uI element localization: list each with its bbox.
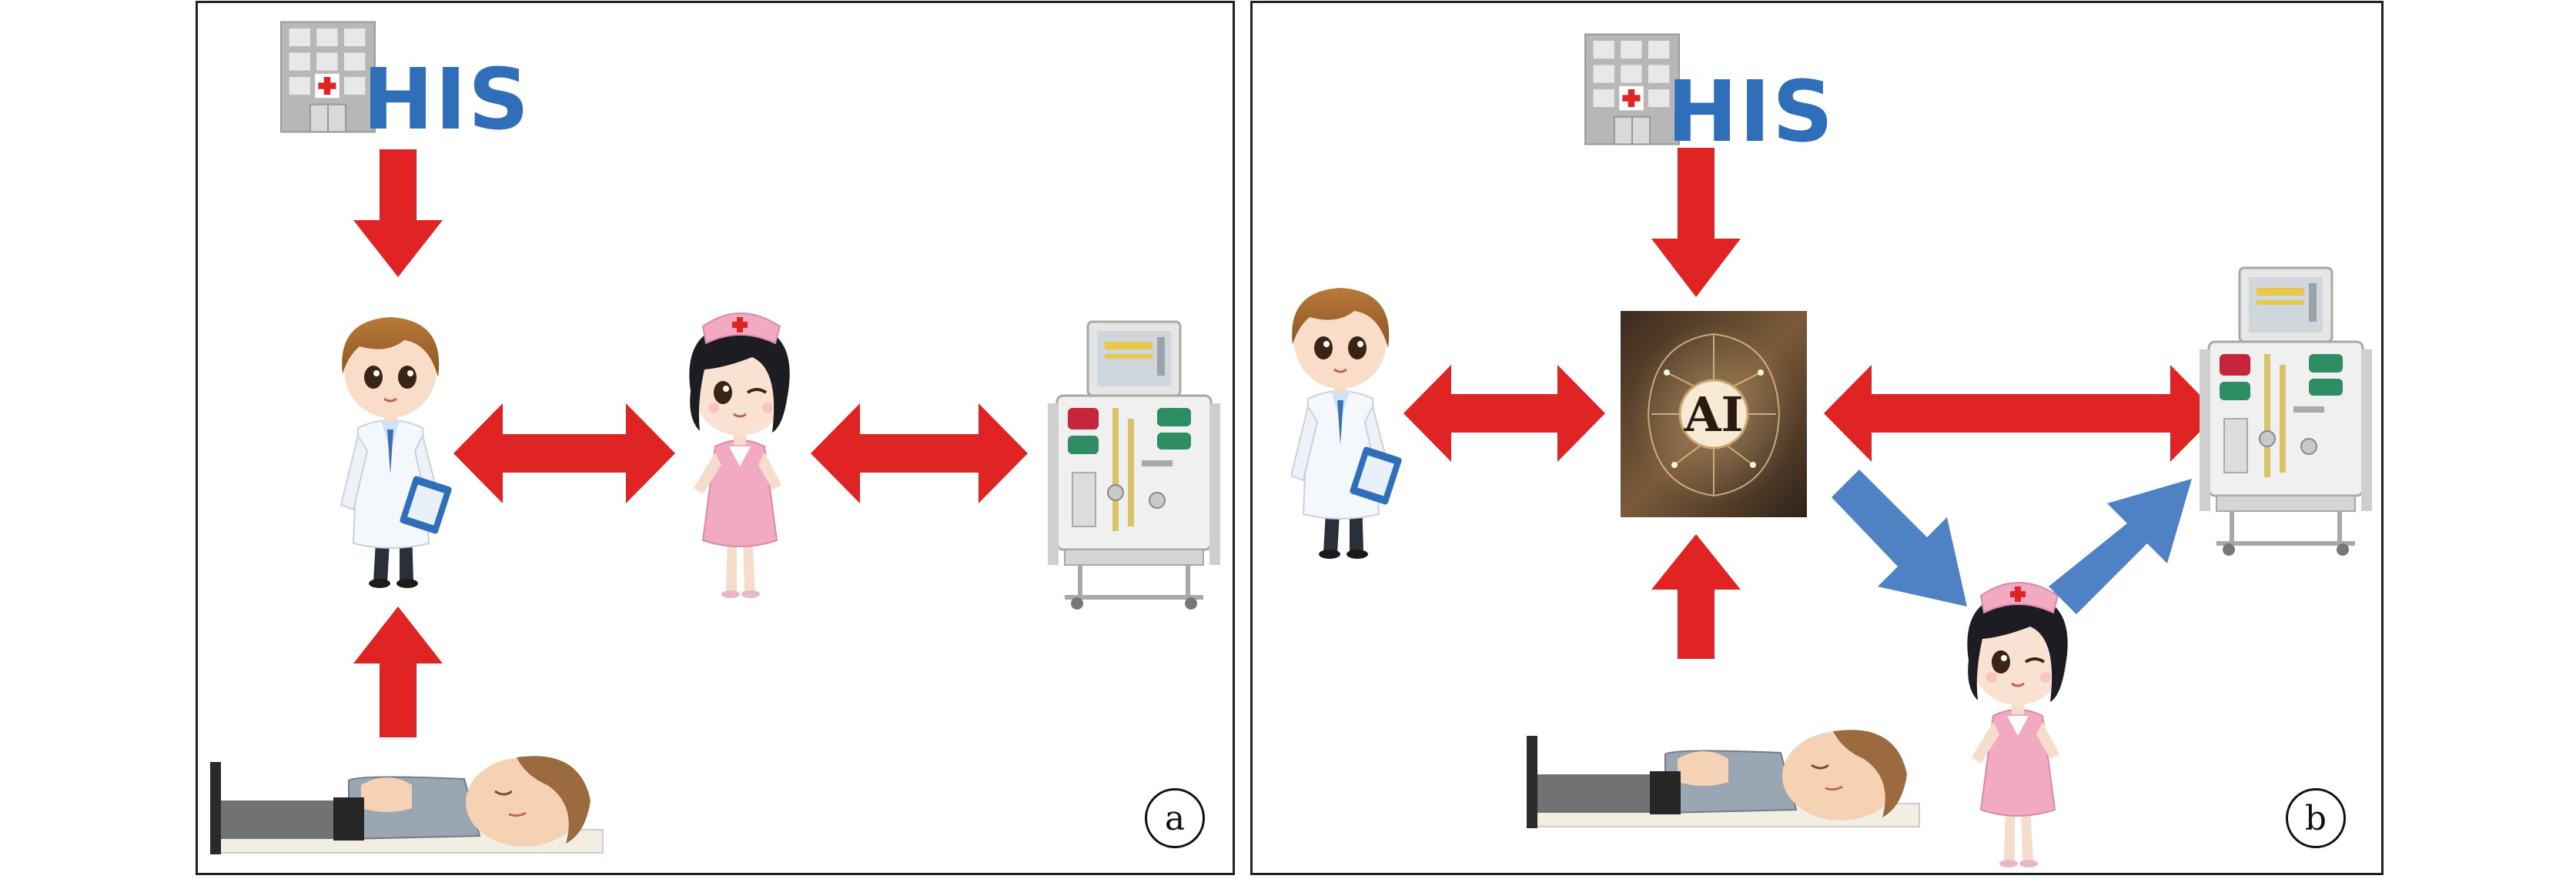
arrow-ai-machine bbox=[1824, 365, 2218, 462]
panel-b: HIS AI bbox=[1250, 1, 2384, 875]
hospital-his-logo: HIS bbox=[1584, 32, 1833, 154]
arrow-ai-to-nurse bbox=[1832, 470, 1967, 607]
arrow-patient-to-ai bbox=[1651, 534, 1741, 659]
nurse-icon bbox=[660, 296, 814, 603]
doctor-icon bbox=[313, 297, 467, 590]
doctor-icon bbox=[1263, 268, 1417, 560]
patient-icon bbox=[210, 731, 611, 870]
arrow-doctor-nurse bbox=[453, 403, 675, 503]
ai-label: AI bbox=[1683, 386, 1743, 443]
panel-label-b: b bbox=[2286, 788, 2346, 848]
arrow-nurse-machine bbox=[811, 403, 1028, 503]
panel-a: HIS a bbox=[196, 1, 1235, 875]
ai-brain-icon: AI bbox=[1621, 311, 1807, 517]
arrow-his-to-doctor bbox=[353, 149, 443, 277]
his-label: HIS bbox=[363, 50, 531, 149]
arrow-patient-to-doctor bbox=[353, 607, 443, 737]
arrow-doctor-ai bbox=[1403, 365, 1605, 462]
panel-label-a: a bbox=[1145, 788, 1205, 848]
dialysis-machine-icon bbox=[1042, 319, 1226, 611]
arrow-nurse-to-machine bbox=[2049, 479, 2192, 614]
arrow-his-to-ai bbox=[1651, 148, 1741, 297]
his-label: HIS bbox=[1667, 62, 1835, 161]
hospital-his-logo: HIS bbox=[279, 20, 529, 142]
ai-core: AI bbox=[1621, 311, 1807, 517]
dialysis-machine-icon bbox=[2193, 265, 2378, 557]
patient-icon bbox=[1527, 705, 1927, 844]
